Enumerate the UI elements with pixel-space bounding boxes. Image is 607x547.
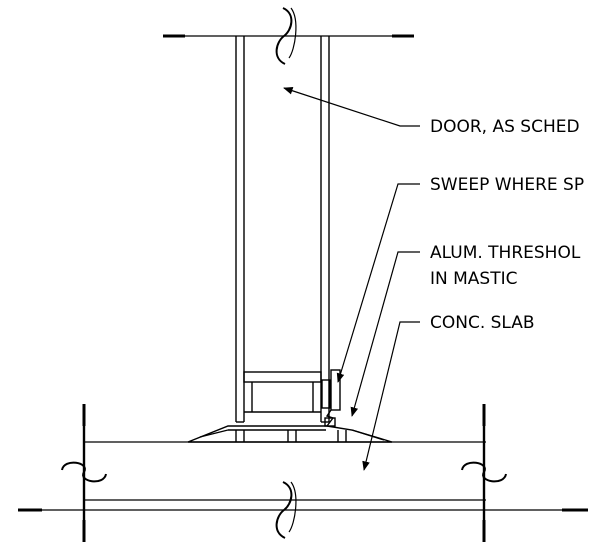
concrete-slab bbox=[61, 404, 507, 542]
door-leaf bbox=[235, 36, 331, 423]
leader-sweep bbox=[336, 183, 420, 383]
callout-threshold-line1: ALUM. THRESHOL bbox=[430, 243, 581, 263]
callout-door: DOOR, AS SCHED bbox=[430, 117, 580, 137]
leader-door bbox=[283, 87, 420, 127]
callout-threshold-line2: IN MASTIC bbox=[430, 269, 518, 289]
leader-slab bbox=[362, 321, 420, 471]
top-break-line bbox=[163, 7, 414, 65]
door-sweep bbox=[325, 369, 341, 427]
bottom-break-line bbox=[18, 481, 588, 539]
callout-slab: CONC. SLAB bbox=[430, 313, 535, 333]
leader-threshold bbox=[350, 251, 420, 417]
callout-sweep: SWEEP WHERE SP bbox=[430, 175, 584, 195]
aluminum-threshold bbox=[187, 417, 393, 443]
